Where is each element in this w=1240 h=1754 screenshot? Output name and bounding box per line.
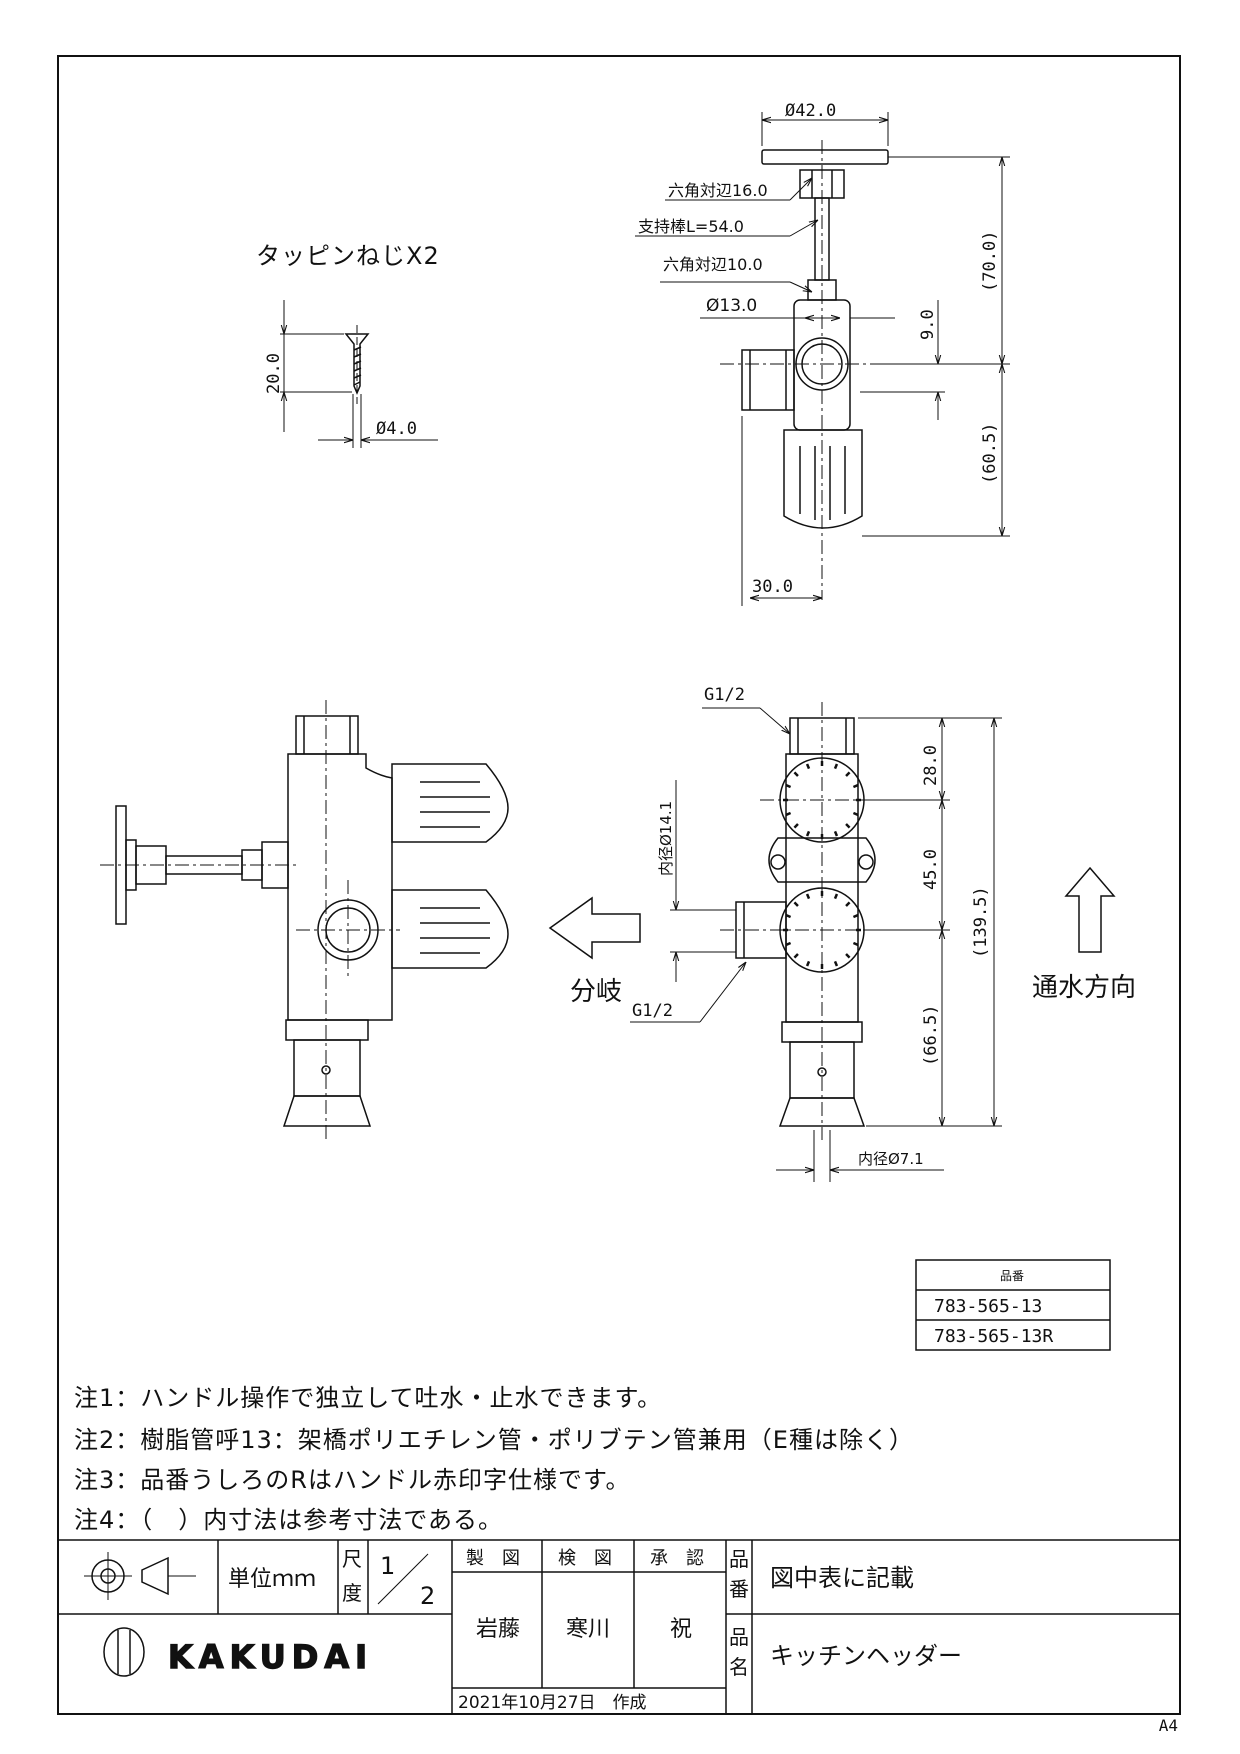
side-dim-9: 9.0 bbox=[918, 309, 938, 340]
unit-label: 単位ｍｍ bbox=[228, 1567, 316, 1592]
dial-tick bbox=[785, 913, 792, 919]
approved-label: 承 認 bbox=[650, 1548, 704, 1569]
dial-tick bbox=[845, 823, 851, 829]
side-hex-10-label: 六角対辺10.0 bbox=[663, 255, 763, 274]
front-dim-66-5: (66.5) bbox=[921, 1005, 941, 1066]
drawing-frame bbox=[57, 55, 1181, 1715]
dial-tick bbox=[793, 901, 799, 907]
dial-tick bbox=[833, 893, 839, 900]
part-no-label-2: 番 bbox=[729, 1577, 749, 1601]
part-table-row-2: 783-565-13R bbox=[934, 1326, 1053, 1347]
front-inner-14-dim: 内径Ø14.1 bbox=[657, 801, 675, 876]
dial-tick bbox=[852, 913, 859, 919]
screw-diameter-dim: Ø4.0 bbox=[376, 419, 417, 439]
drawn-label: 製 図 bbox=[466, 1548, 520, 1569]
dial-tick bbox=[805, 893, 811, 900]
dial-tick bbox=[805, 830, 811, 837]
dial-tick bbox=[833, 830, 839, 837]
drawn-by: 岩藤 bbox=[476, 1617, 520, 1642]
part-no-label-1: 品 bbox=[729, 1547, 749, 1571]
note-1: 注1：ハンドル操作で独立して吐水・止水できます。 bbox=[74, 1384, 663, 1412]
side-hex-16-label: 六角対辺16.0 bbox=[668, 181, 768, 200]
dial-tick bbox=[833, 960, 839, 967]
front-view bbox=[630, 702, 1002, 1182]
brand-logo-text: KAKUDAI bbox=[168, 1638, 373, 1676]
sheet-size-label: A4 bbox=[1158, 1716, 1178, 1735]
part-name-value: キッチンヘッダー bbox=[770, 1642, 962, 1670]
side-support-rod-label: 支持棒L=54.0 bbox=[638, 217, 744, 236]
dial-tick bbox=[793, 771, 799, 777]
front-g-top-label: G1/2 bbox=[704, 685, 745, 705]
front-inner-7-dim: 内径Ø7.1 bbox=[858, 1150, 924, 1168]
part-table bbox=[915, 1259, 1111, 1351]
dial-tick bbox=[805, 960, 811, 967]
dial-tick bbox=[845, 771, 851, 777]
front-dim-139-5: (139.5) bbox=[971, 886, 991, 958]
note-3: 注3：品番うしろのRはハンドル赤印字仕様です。 bbox=[74, 1466, 631, 1494]
part-table-row-1: 783-565-13 bbox=[934, 1296, 1042, 1317]
dial-tick bbox=[793, 823, 799, 829]
scale-label-1: 尺 bbox=[342, 1547, 362, 1571]
dial-tick bbox=[852, 783, 859, 789]
flow-direction-label: 通水方向 bbox=[1032, 973, 1136, 1003]
dial-tick bbox=[785, 811, 792, 817]
side-dim-60-5: (60.5) bbox=[980, 423, 1000, 484]
dial-tick bbox=[845, 901, 851, 907]
side-diameter-13-dim: Ø13.0 bbox=[706, 296, 757, 316]
dial-tick bbox=[852, 811, 859, 817]
part-no-value: 図中表に記載 bbox=[770, 1564, 914, 1592]
flow-direction-arrow-icon bbox=[1064, 866, 1116, 953]
dial-tick bbox=[805, 763, 811, 770]
date-created: 2021年10月27日 作成 bbox=[458, 1693, 647, 1713]
dial-tick bbox=[793, 953, 799, 959]
scale-denominator: 2 bbox=[420, 1582, 435, 1610]
scale-label-2: 度 bbox=[342, 1581, 362, 1605]
part-name-label-1: 品 bbox=[729, 1625, 749, 1649]
side-diameter-top-dim: Ø42.0 bbox=[785, 101, 836, 121]
screw-length-dim: 20.0 bbox=[264, 353, 284, 394]
dial-tick bbox=[852, 941, 859, 947]
part-table-header: 品番 bbox=[1000, 1269, 1024, 1283]
side-view bbox=[635, 112, 1010, 606]
scale-numerator: 1 bbox=[380, 1552, 395, 1580]
part-name-label-2: 名 bbox=[729, 1655, 749, 1679]
note-4: 注4：（ ）内寸法は参考寸法である。 bbox=[74, 1506, 504, 1534]
dial-tick bbox=[785, 783, 792, 789]
dial-tick bbox=[845, 953, 851, 959]
dial-tick bbox=[833, 763, 839, 770]
checked-by: 寒川 bbox=[566, 1617, 610, 1642]
dial-ticks bbox=[783, 761, 861, 969]
title-block bbox=[58, 1539, 1180, 1714]
screw-detail bbox=[280, 300, 438, 448]
checked-label: 検 図 bbox=[558, 1548, 612, 1569]
approved-by: 祝 bbox=[670, 1617, 692, 1642]
left-view bbox=[100, 700, 509, 1140]
screw-title: タッピンねじX2 bbox=[256, 242, 440, 270]
note-2: 注2：樹脂管呼13：架橋ポリエチレン管・ポリブテン管兼用（E種は除く） bbox=[74, 1426, 914, 1454]
side-dim-70: (70.0) bbox=[980, 231, 1000, 292]
dial-tick bbox=[785, 941, 792, 947]
side-dim-30: 30.0 bbox=[752, 577, 793, 597]
branch-arrow-icon bbox=[548, 896, 641, 960]
front-g-bottom-label: G1/2 bbox=[632, 1001, 673, 1021]
front-dim-28: 28.0 bbox=[921, 745, 941, 786]
front-dim-45: 45.0 bbox=[921, 849, 941, 890]
branch-label: 分岐 bbox=[570, 977, 622, 1007]
